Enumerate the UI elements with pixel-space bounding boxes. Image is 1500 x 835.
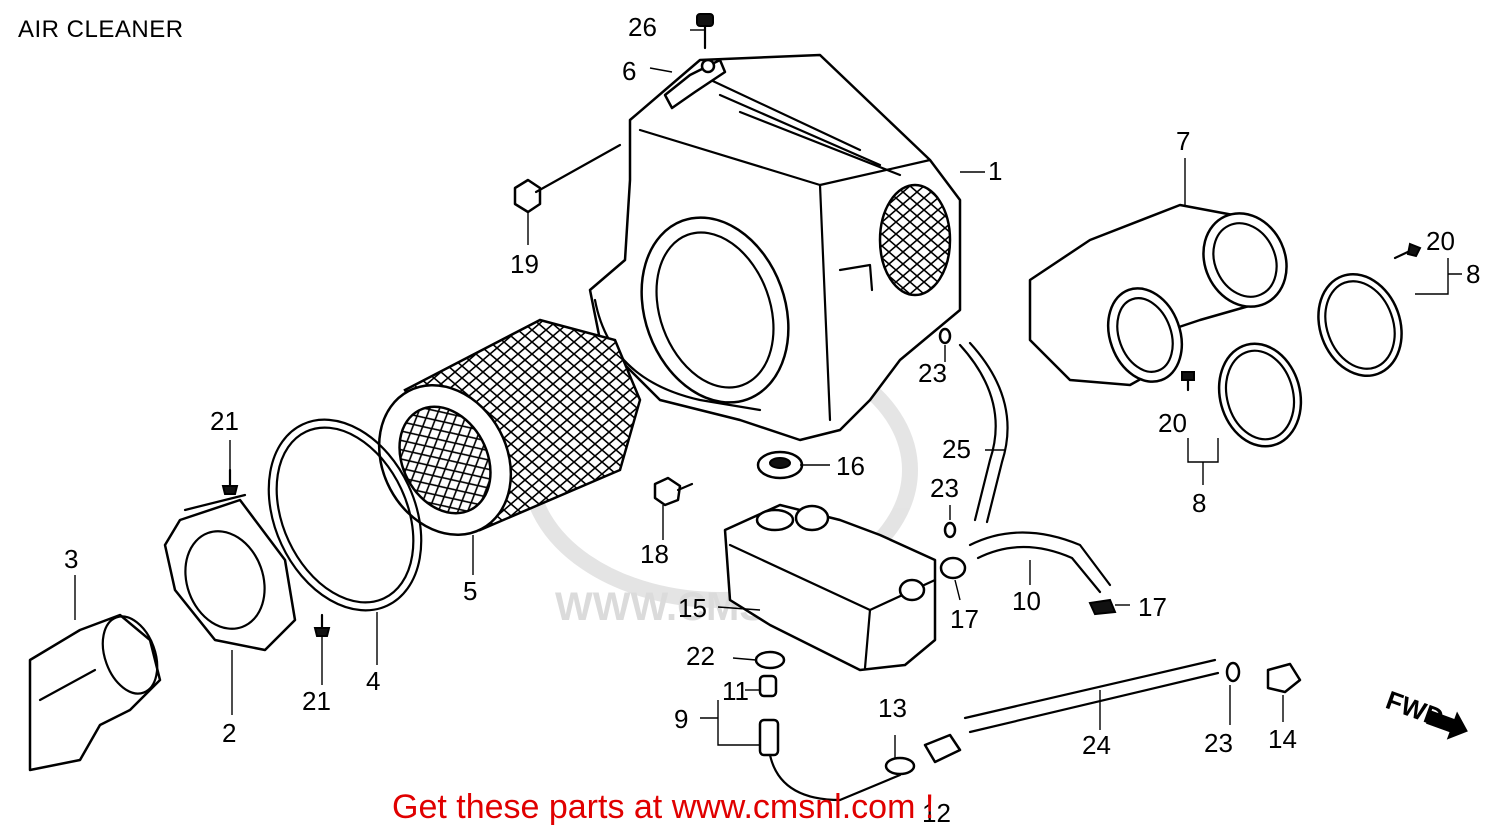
clip-23-top	[938, 327, 952, 345]
label-17-left: 17	[950, 604, 979, 634]
label-25: 25	[942, 434, 971, 464]
diagram-title: AIR CLEANER	[18, 16, 184, 43]
screw-21-upper	[221, 468, 239, 495]
clip-23-low	[1225, 661, 1241, 683]
connecting-tube	[1028, 203, 1288, 387]
hose-clamp-left	[1217, 342, 1303, 448]
clip-23-mid	[943, 521, 957, 539]
label-11: 11	[722, 676, 749, 706]
label-21-upper: 21	[210, 406, 239, 436]
reservoir-tank	[723, 503, 937, 672]
bracket	[663, 58, 727, 110]
label-23-top: 23	[918, 358, 947, 388]
air-cleaner-case	[588, 53, 962, 442]
label-10: 10	[1012, 586, 1041, 616]
bolt-26	[696, 13, 714, 50]
drain-tube	[958, 341, 1009, 524]
promo-link[interactable]: Get these parts at www.cmsnl.com !	[392, 788, 935, 826]
label-9: 9	[674, 704, 688, 734]
label-12: 12	[922, 798, 951, 828]
label-15: 15	[678, 593, 707, 623]
label-2: 2	[222, 718, 236, 748]
forward-arrow: FWD	[1382, 685, 1468, 740]
screw-20-left	[1181, 371, 1195, 392]
label-7: 7	[1176, 126, 1190, 156]
label-17-right: 17	[1138, 592, 1167, 622]
screw-20-right	[1393, 242, 1422, 260]
label-22: 22	[686, 641, 715, 671]
label-21-lower: 21	[302, 686, 331, 716]
label-4: 4	[366, 666, 380, 696]
label-5: 5	[463, 576, 477, 606]
label-14: 14	[1268, 724, 1297, 754]
joint-11	[758, 674, 778, 698]
screw-21-lower	[313, 613, 331, 637]
plug-14	[1266, 662, 1302, 694]
air-cleaner-cover	[163, 493, 297, 652]
hose-clamp-right	[1317, 273, 1403, 377]
drain-plug-9	[758, 718, 902, 802]
air-filter-element	[377, 318, 642, 537]
label-1: 1	[988, 156, 1002, 186]
label-23-low: 23	[1204, 728, 1233, 758]
label-20-right: 20	[1426, 226, 1455, 256]
label-20-left: 20	[1158, 408, 1187, 438]
label-13: 13	[878, 693, 907, 723]
label-24: 24	[1082, 730, 1111, 760]
label-8-left: 8	[1192, 488, 1206, 518]
label-19: 19	[510, 249, 539, 279]
leader-lines	[74, 29, 1462, 758]
grommet	[756, 450, 804, 480]
clamp-22	[754, 650, 786, 670]
label-23-mid: 23	[930, 473, 959, 503]
bolt-19	[513, 143, 622, 214]
long-hose	[963, 658, 1220, 734]
label-26: 26	[628, 12, 657, 42]
label-16: 16	[836, 451, 865, 481]
intake-duct	[28, 613, 162, 772]
bolt-18	[653, 476, 694, 507]
label-18: 18	[640, 539, 669, 569]
clip-17-left	[939, 556, 967, 580]
breather-hose	[968, 531, 1112, 594]
callout-labels: 26 6 1 7 20 8 19 23 20 8 21 25 16 23 3 1…	[64, 12, 1480, 828]
label-6: 6	[622, 56, 636, 86]
label-3: 3	[64, 544, 78, 574]
clip-13	[884, 756, 916, 776]
label-8-right: 8	[1466, 259, 1480, 289]
joint-12	[923, 733, 962, 764]
clip-17-right	[1088, 598, 1117, 616]
gasket-ring	[267, 418, 423, 612]
